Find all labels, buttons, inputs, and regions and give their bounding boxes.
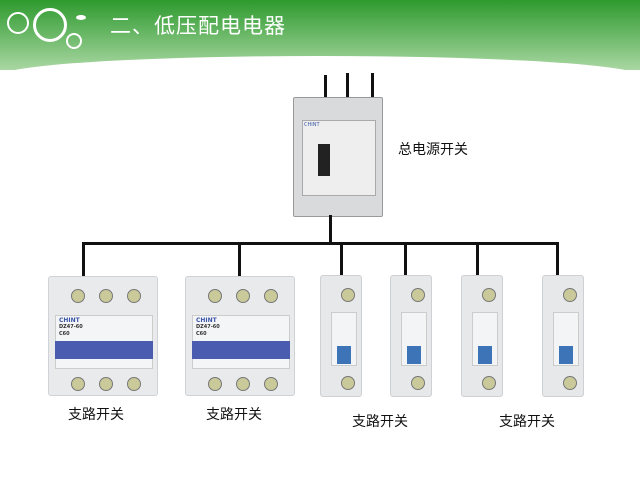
brand-logo: CHINT bbox=[59, 317, 80, 324]
branch-breaker-3pole: CHINT DZ47-60 C60 bbox=[185, 276, 295, 396]
input-wire bbox=[324, 75, 327, 100]
breaker-model: DZ47-60 bbox=[196, 324, 220, 330]
branch-breaker-1pole bbox=[542, 275, 584, 397]
branch-switch-label: 支路开关 bbox=[68, 407, 124, 423]
branch-switch-label: 支路开关 bbox=[499, 414, 555, 430]
branch-breaker-1pole bbox=[461, 275, 503, 397]
decorative-circle-icon bbox=[66, 33, 82, 49]
decorative-circle-icon bbox=[7, 12, 29, 34]
main-circuit-breaker: CHINT bbox=[293, 97, 383, 217]
branch-wire bbox=[404, 242, 407, 276]
branch-wire bbox=[340, 242, 343, 276]
planet-icon bbox=[76, 15, 86, 20]
branch-breaker-3pole: CHINT DZ47-60 C60 bbox=[48, 276, 158, 396]
brand-logo: CHINT bbox=[196, 317, 217, 324]
breaker-face bbox=[302, 120, 376, 196]
bus-bar bbox=[82, 242, 559, 245]
decorative-circle-icon bbox=[33, 8, 67, 42]
breaker-rating: C60 bbox=[59, 331, 70, 337]
main-switch-label: 总电源开关 bbox=[398, 142, 468, 158]
input-wire bbox=[346, 73, 349, 100]
branch-breaker-1pole bbox=[320, 275, 362, 397]
main-output-wire bbox=[329, 215, 332, 243]
breaker-rating: C60 bbox=[196, 331, 207, 337]
branch-switch-label: 支路开关 bbox=[352, 414, 408, 430]
breaker-model: DZ47-60 bbox=[59, 324, 83, 330]
brand-logo: CHINT bbox=[304, 122, 320, 128]
branch-breaker-1pole bbox=[390, 275, 432, 397]
branch-wire bbox=[476, 242, 479, 276]
breaker-handle bbox=[318, 144, 330, 176]
branch-switch-label: 支路开关 bbox=[206, 407, 262, 423]
header-curve bbox=[0, 56, 640, 96]
branch-wire bbox=[82, 242, 85, 278]
branch-wire bbox=[238, 242, 241, 278]
input-wire bbox=[371, 73, 374, 100]
page-title: 二、低压配电电器 bbox=[110, 14, 286, 38]
branch-wire bbox=[556, 242, 559, 276]
